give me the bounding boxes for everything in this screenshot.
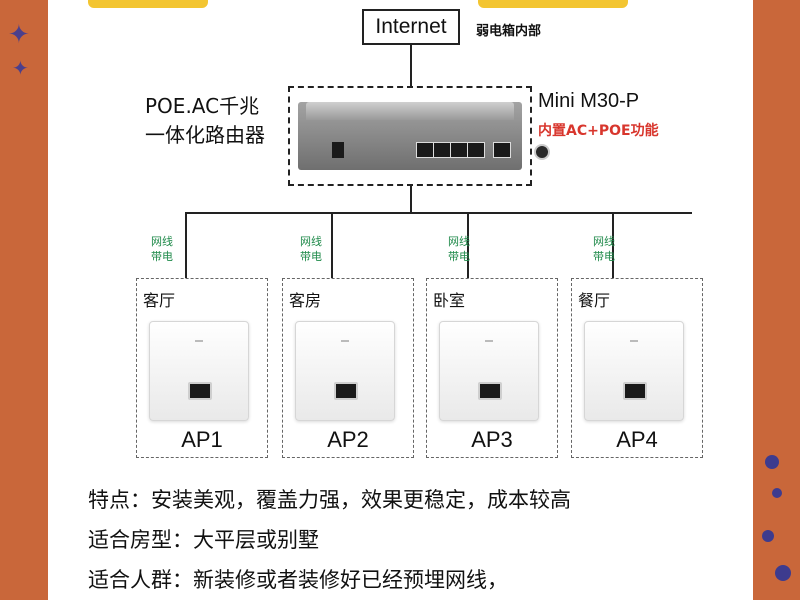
router-top-panel (306, 102, 514, 120)
ap-led (341, 340, 349, 342)
router-label-line1: POE.AC千兆 (145, 94, 260, 118)
cable-label-line2: 带电 (448, 250, 470, 263)
cable-label-line1: 网线 (151, 235, 173, 248)
decor-dot (765, 455, 779, 469)
cable-label-line1: 网线 (448, 235, 470, 248)
decor-dot (772, 488, 782, 498)
ap-device (149, 321, 249, 421)
router-model: Mini M30-P (538, 90, 640, 112)
ethernet-jack-icon (188, 382, 212, 400)
decor-dot (775, 565, 791, 581)
ap-led (630, 340, 638, 342)
ap-device (584, 321, 684, 421)
lan-port (450, 142, 468, 158)
router-device (298, 102, 550, 170)
features-text: 特点：安装美观，覆盖力强，效果更稳定，成本较高 (88, 488, 571, 512)
ap-frame-3: 卧室 AP3 (426, 278, 558, 458)
ap-name: AP4 (616, 427, 658, 452)
cable-label-1: 网线 带电 (151, 234, 173, 264)
lan-port (467, 142, 485, 158)
ap-room: 卧室 (433, 291, 466, 310)
decor-dot (762, 530, 774, 542)
cable-label-line1: 网线 (300, 235, 322, 248)
house-type-text: 适合房型：大平层或别墅 (88, 528, 319, 552)
cable-label-4: 网线 带电 (593, 234, 615, 264)
ap-device (295, 321, 395, 421)
audience-text: 适合人群：新装修或者装修好已经预埋网线， (88, 568, 508, 592)
router-label-line2: 一体化路由器 (145, 123, 265, 147)
lan-port (416, 142, 434, 158)
ap-room: 客厅 (143, 291, 176, 310)
wan-port (493, 142, 511, 158)
router-bus-line (410, 186, 412, 213)
ap-name: AP2 (327, 427, 369, 452)
drop-line-2 (331, 212, 333, 278)
internet-box: Internet (362, 9, 460, 45)
router-frame (288, 86, 532, 186)
internet-router-line (410, 45, 412, 86)
ap-room: 客房 (289, 291, 322, 310)
cable-label-3: 网线 带电 (448, 234, 470, 264)
ethernet-jack-icon (334, 382, 358, 400)
ap-name: AP1 (181, 427, 223, 452)
header-decoration (88, 0, 208, 8)
header-decoration (478, 0, 628, 8)
star-icon: ✦ (8, 20, 30, 50)
ap-device (439, 321, 539, 421)
lan-port (433, 142, 451, 158)
star-icon: ✦ (12, 56, 29, 80)
ap-frame-2: 客房 AP2 (282, 278, 414, 458)
ap-room: 餐厅 (578, 291, 611, 310)
ethernet-jack-icon (623, 382, 647, 400)
cable-label-line2: 带电 (593, 250, 615, 263)
drop-line-3 (467, 212, 469, 278)
ap-frame-1: 客厅 AP1 (136, 278, 268, 458)
ap-led (195, 340, 203, 342)
ethernet-jack-icon (478, 382, 502, 400)
internet-label: Internet (375, 15, 447, 38)
power-port (332, 142, 344, 158)
cable-label-line2: 带电 (151, 250, 173, 263)
router-feature: 内置AC+POE功能 (538, 123, 659, 139)
cable-label-2: 网线 带电 (300, 234, 322, 264)
drop-line-1 (185, 212, 187, 278)
diagram-panel: Internet 弱电箱内部 POE.AC千兆 一体化路由器 Mini M30-… (48, 0, 753, 600)
reset-knob (534, 144, 550, 160)
drop-line-4 (612, 212, 614, 278)
ap-led (485, 340, 493, 342)
internet-location-note: 弱电箱内部 (476, 24, 542, 39)
cable-label-line1: 网线 (593, 235, 615, 248)
cable-label-line2: 带电 (300, 250, 322, 263)
ap-name: AP3 (471, 427, 513, 452)
ap-frame-4: 餐厅 AP4 (571, 278, 703, 458)
bus-line (185, 212, 692, 214)
